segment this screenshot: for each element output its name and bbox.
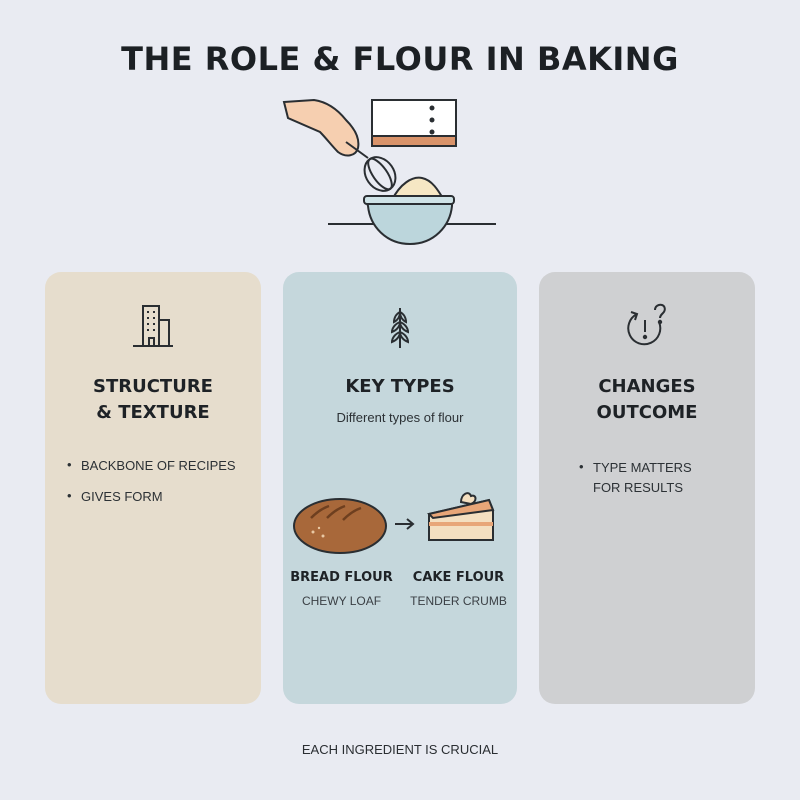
building-icon bbox=[133, 305, 173, 347]
bullet-item: GIVES FORM bbox=[67, 488, 236, 504]
card-subtitle: Different types of flour bbox=[336, 410, 464, 425]
change-question-icon bbox=[627, 303, 666, 346]
arrow-right-icon bbox=[395, 518, 415, 530]
structure-texture-card: STRUCTURE & TEXTURE BACKBONE OF RECIPES … bbox=[45, 272, 261, 704]
changes-outcome-card: CHANGES OUTCOME TYPE MATTERS FOR RESULTS bbox=[539, 272, 755, 704]
flour-mound bbox=[390, 176, 446, 201]
cake-flour-label: CAKE FLOUR bbox=[412, 570, 505, 585]
bullet-list: BACKBONE OF RECIPES GIVES FORM bbox=[67, 457, 236, 520]
wheat-icon bbox=[390, 308, 410, 348]
page-title: THE ROLE & FLOUR IN BAKING bbox=[121, 40, 679, 78]
bread-flour-label: BREAD FLOUR bbox=[290, 570, 393, 585]
card-title: CHANGES OUTCOME bbox=[596, 376, 698, 423]
flour-types-illustration bbox=[293, 492, 495, 554]
whisking-bowl-illustration bbox=[282, 98, 496, 246]
card-title: KEY TYPES bbox=[345, 376, 455, 397]
bullet-item: BACKBONE OF RECIPES bbox=[67, 457, 236, 473]
bullet-list: TYPE MATTERS FOR RESULTS bbox=[579, 457, 692, 498]
footer-text: EACH INGREDIENT IS CRUCIAL bbox=[301, 742, 499, 757]
mixing-bowl bbox=[364, 199, 453, 246]
bread-flour-desc: CHEWY LOAF bbox=[301, 594, 382, 608]
bullet-item: TYPE MATTERS FOR RESULTS bbox=[579, 457, 692, 498]
whisk-icon bbox=[345, 141, 397, 192]
card-title: STRUCTURE & TEXTURE bbox=[93, 376, 213, 423]
cake-flour-desc: TENDER CRUMB bbox=[410, 594, 507, 608]
cake-slice-icon bbox=[427, 492, 495, 541]
bread-loaf-icon bbox=[293, 498, 387, 554]
key-types-card: KEY TYPES Different types of flour BREAD… bbox=[283, 272, 517, 704]
hand bbox=[282, 98, 360, 157]
chef-sleeve bbox=[371, 99, 457, 147]
